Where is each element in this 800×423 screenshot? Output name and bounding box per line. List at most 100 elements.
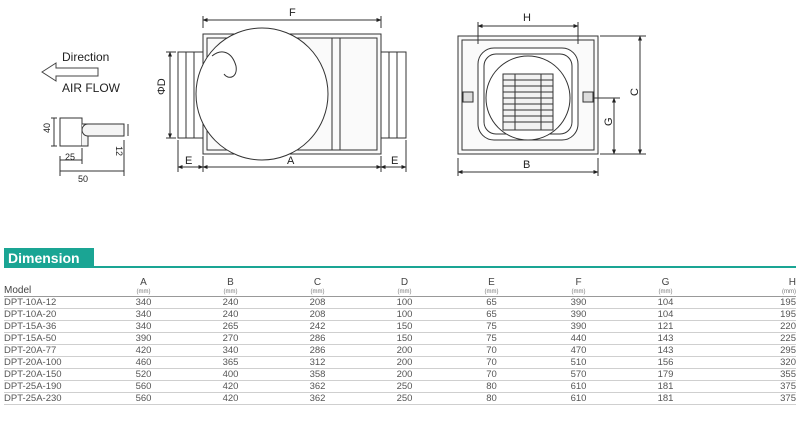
cell-h: 375 — [709, 392, 796, 405]
cell-a: 560 — [100, 392, 187, 405]
column-header-b: B(mm) — [187, 272, 274, 297]
dim-f-label: F — [289, 7, 296, 19]
column-header-e: E(mm) — [448, 272, 535, 297]
dim-g-label: G — [603, 117, 615, 126]
drawing-svg: Direction AIR FLOW 40 25 50 12 — [41, 7, 646, 184]
cell-c: 312 — [274, 356, 361, 369]
cell-a: 340 — [100, 308, 187, 321]
cell-b: 240 — [187, 308, 274, 321]
dim-25-label: 25 — [65, 152, 75, 162]
dim-e-left-label: E — [185, 155, 192, 167]
side-view — [166, 16, 407, 172]
cell-g: 181 — [622, 380, 709, 393]
dim-b-label: B — [523, 159, 530, 171]
cell-model: DPT-20A-77 — [4, 344, 100, 357]
column-header-c: C(mm) — [274, 272, 361, 297]
cell-d: 100 — [361, 296, 448, 309]
airflow-direction-indicator: Direction AIR FLOW — [41, 50, 121, 95]
table-header-row: Model A(mm) B(mm) C(mm) D(mm) E(mm) F(mm… — [4, 272, 796, 297]
blower-wheel-icon — [502, 73, 554, 131]
cell-e: 65 — [448, 308, 535, 321]
cell-c: 242 — [274, 320, 361, 333]
dim-a-label: A — [287, 155, 295, 167]
cell-f: 390 — [535, 308, 622, 321]
cell-d: 200 — [361, 356, 448, 369]
cell-h: 220 — [709, 320, 796, 333]
cell-g: 143 — [622, 332, 709, 345]
direction-label: Direction — [62, 50, 109, 64]
dim-40-label: 40 — [42, 123, 52, 133]
cell-d: 150 — [361, 320, 448, 333]
dim-c-label: C — [629, 88, 641, 96]
cell-h: 225 — [709, 332, 796, 345]
cell-e: 75 — [448, 320, 535, 333]
cell-f: 470 — [535, 344, 622, 357]
cell-c: 208 — [274, 296, 361, 309]
cell-e: 70 — [448, 368, 535, 381]
cell-c: 286 — [274, 332, 361, 345]
cell-b: 270 — [187, 332, 274, 345]
cell-e: 80 — [448, 392, 535, 405]
dim-12-label: 12 — [114, 146, 124, 156]
cell-g: 156 — [622, 356, 709, 369]
cell-model: DPT-20A-100 — [4, 356, 100, 369]
cell-d: 250 — [361, 392, 448, 405]
cell-model: DPT-15A-50 — [4, 332, 100, 345]
dim-h-label: H — [523, 12, 531, 24]
dimension-table: Model A(mm) B(mm) C(mm) D(mm) E(mm) F(mm… — [4, 272, 796, 405]
cell-b: 365 — [187, 356, 274, 369]
section-divider — [4, 266, 796, 268]
cell-g: 121 — [622, 320, 709, 333]
cell-model: DPT-25A-190 — [4, 380, 100, 393]
cell-d: 200 — [361, 344, 448, 357]
airflow-label: AIR FLOW — [62, 81, 121, 95]
cell-c: 362 — [274, 380, 361, 393]
cell-f: 570 — [535, 368, 622, 381]
cell-h: 320 — [709, 356, 796, 369]
cell-model: DPT-20A-150 — [4, 368, 100, 381]
dimension-section-header: Dimension — [4, 248, 796, 268]
dim-d-label: ΦD — [156, 78, 168, 95]
cell-a: 560 — [100, 380, 187, 393]
cell-g: 143 — [622, 344, 709, 357]
column-header-model: Model — [4, 272, 100, 297]
cell-e: 70 — [448, 344, 535, 357]
cell-b: 265 — [187, 320, 274, 333]
cell-b: 420 — [187, 392, 274, 405]
cell-model: DPT-25A-230 — [4, 392, 100, 405]
cell-model: DPT-10A-12 — [4, 296, 100, 309]
cell-a: 390 — [100, 332, 187, 345]
technical-drawing: Direction AIR FLOW 40 25 50 12 — [41, 7, 646, 184]
cell-c: 208 — [274, 308, 361, 321]
cell-b: 240 — [187, 296, 274, 309]
cell-model: DPT-10A-20 — [4, 308, 100, 321]
cell-g: 181 — [622, 392, 709, 405]
column-header-h: H(mm) — [709, 272, 796, 297]
cell-d: 100 — [361, 308, 448, 321]
section-title: Dimension — [4, 248, 94, 268]
cell-a: 340 — [100, 296, 187, 309]
cell-a: 420 — [100, 344, 187, 357]
airflow-arrow-icon — [41, 62, 99, 82]
front-view — [457, 22, 646, 176]
column-header-a: A(mm) — [100, 272, 187, 297]
cell-a: 340 — [100, 320, 187, 333]
cell-f: 610 — [535, 380, 622, 393]
cell-b: 400 — [187, 368, 274, 381]
cell-b: 420 — [187, 380, 274, 393]
cell-e: 70 — [448, 356, 535, 369]
cell-h: 195 — [709, 308, 796, 321]
dim-50-label: 50 — [78, 174, 88, 184]
cell-b: 340 — [187, 344, 274, 357]
cell-f: 390 — [535, 320, 622, 333]
cell-c: 286 — [274, 344, 361, 357]
